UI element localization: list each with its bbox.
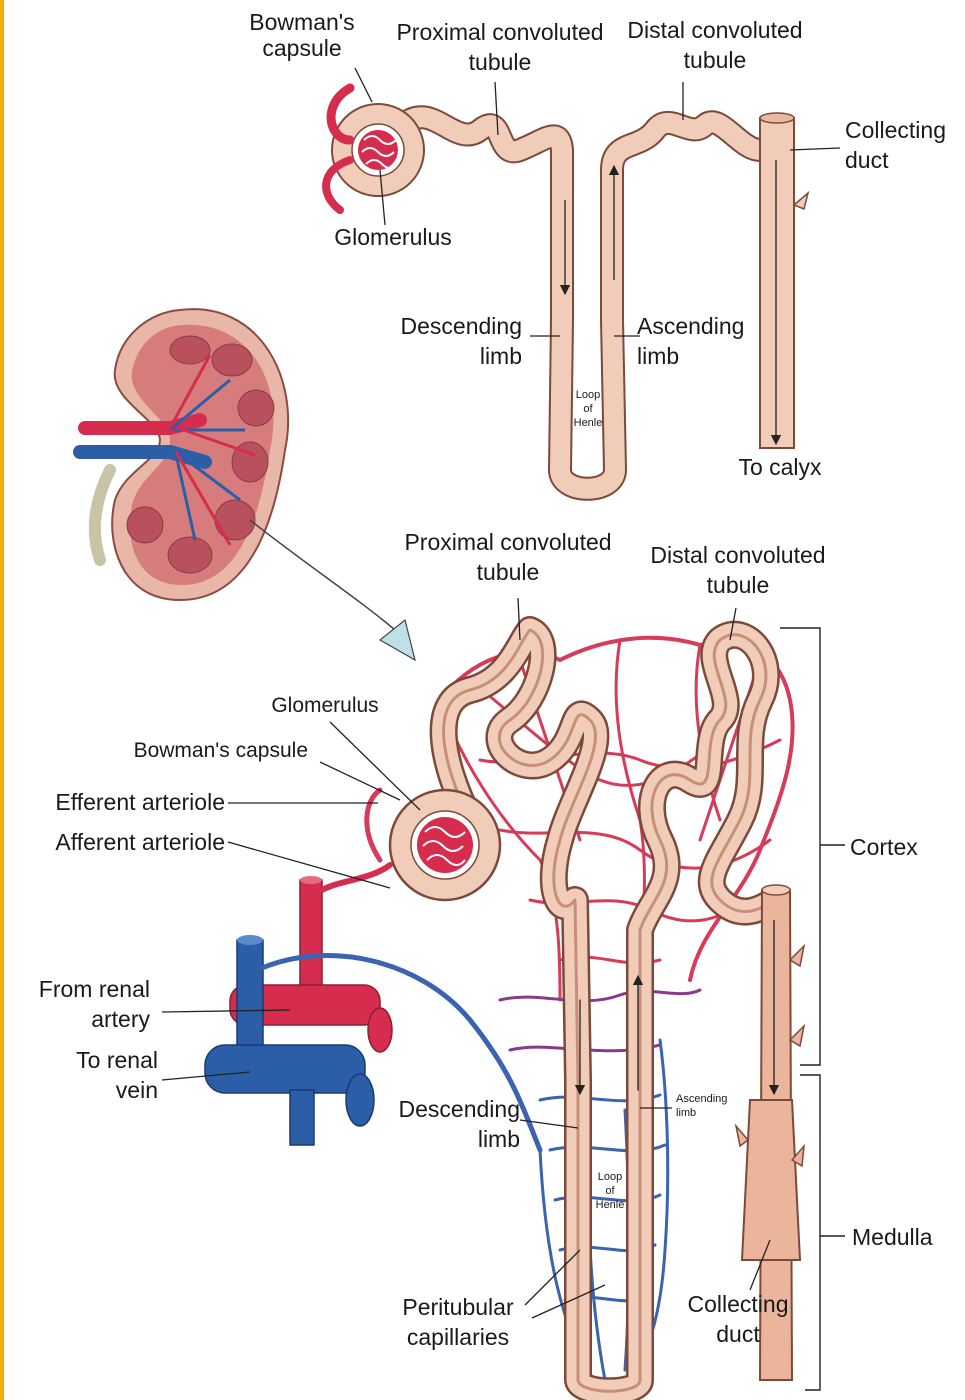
zoom-arrow — [250, 520, 415, 660]
top-nephron: Bowman'scapsule Proximal convolutedtubul… — [249, 9, 946, 489]
top-label-distal-tubule: Distal convolutedtubule — [627, 17, 802, 73]
bottom-label-from-renal-artery: From renalartery — [39, 976, 151, 1032]
top-collecting-duct — [760, 113, 808, 448]
bottom-label-ascending-limb: Ascendinglimb — [676, 1093, 727, 1119]
top-label-descending-limb: Descendinglimb — [401, 313, 522, 369]
bottom-label-efferent-arteriole: Efferent arteriole — [55, 789, 225, 815]
top-label-to-calyx: To calyx — [738, 454, 822, 480]
top-label-proximal-tubule: Proximal convolutedtubule — [396, 19, 603, 75]
bottom-label-to-renal-vein: To renalvein — [76, 1047, 158, 1103]
top-label-bowmans-capsule: Bowman'scapsule — [249, 9, 354, 61]
bottom-label-glomerulus: Glomerulus — [271, 694, 378, 717]
bottom-label-loop-of-henle: LoopofHenle — [596, 1171, 625, 1211]
bottom-label-cortex: Cortex — [850, 834, 918, 860]
bottom-label-medulla: Medulla — [852, 1224, 933, 1250]
bottom-label-peritubular-capillaries: Peritubularcapillaries — [402, 1294, 514, 1350]
bottom-tubule — [444, 630, 775, 1391]
bottom-label-descending-limb: Descendinglimb — [399, 1096, 520, 1152]
top-label-collecting-duct: Collectingduct — [845, 117, 946, 173]
bottom-label-distal-tubule: Distal convolutedtubule — [650, 542, 825, 598]
bottom-nephron: Proximal convolutedtubule Distal convolu… — [39, 529, 933, 1391]
bottom-label-afferent-arteriole: Afferent arteriole — [55, 829, 225, 855]
top-label-glomerulus: Glomerulus — [334, 224, 452, 250]
bottom-glomerulus — [417, 817, 473, 873]
bottom-label-proximal-tubule: Proximal convolutedtubule — [404, 529, 611, 585]
top-tubule — [400, 117, 760, 489]
kidney-illustration — [80, 309, 288, 600]
bottom-label-bowmans-capsule: Bowman's capsule — [134, 739, 308, 762]
top-label-loop-of-henle: LoopofHenle — [574, 389, 603, 429]
top-label-ascending-limb: Ascendinglimb — [637, 313, 744, 369]
